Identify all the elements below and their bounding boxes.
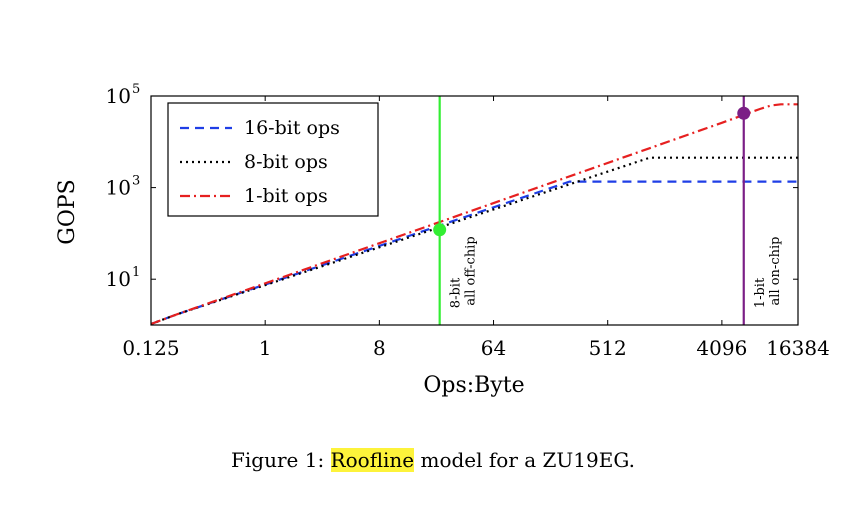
x-tick-label: 16384: [766, 336, 830, 360]
legend-label-2: 1-bit ops: [244, 185, 328, 207]
vline-marker-1: [737, 106, 751, 120]
y-tick-label-exponent: 5: [132, 82, 140, 97]
y-tick-label-exponent: 1: [132, 265, 140, 280]
series-lines-layer: [151, 103, 798, 325]
x-tick-label: 1: [259, 336, 272, 360]
plot-frame: [150, 95, 799, 326]
vline-label-top-0: 8-bit: [449, 277, 464, 308]
x-tick-label: 0.125: [122, 336, 179, 360]
vline-label-bottom-0: all off-chip: [464, 236, 479, 305]
legend: 16-bit ops 8-bit ops 1-bit ops: [167, 102, 379, 217]
series-line-2: [151, 103, 798, 325]
x-tick-label: 64: [481, 336, 506, 360]
y-tick-label-base: 10: [106, 84, 131, 108]
caption-suffix: model for a ZU19EG.: [414, 448, 635, 472]
series-line-1: [151, 156, 798, 325]
x-tick-label: 4096: [696, 336, 747, 360]
vline-label-top-1: 1-bit: [753, 277, 768, 308]
legend-label-1: 8-bit ops: [244, 151, 328, 173]
series-line-0: [151, 180, 798, 325]
figure-caption: Figure 1: Roofline model for a ZU19EG.: [0, 448, 866, 472]
y-axis-label: GOPS: [55, 179, 80, 244]
caption-prefix: Figure 1:: [231, 448, 331, 472]
legend-label-0: 16-bit ops: [244, 117, 340, 139]
y-tick-label-exponent: 3: [132, 174, 140, 189]
y-tick-label-base: 10: [106, 176, 131, 200]
vline-marker-0: [433, 223, 447, 237]
caption-highlight: Roofline: [330, 448, 415, 472]
y-tick-label-base: 10: [106, 267, 131, 291]
vline-label-bottom-1: all on-chip: [768, 237, 783, 306]
legend-box: [167, 102, 379, 217]
x-axis-label: Ops:Byte: [423, 373, 524, 398]
x-tick-label: 512: [589, 336, 627, 360]
x-tick-label: 8: [373, 336, 386, 360]
